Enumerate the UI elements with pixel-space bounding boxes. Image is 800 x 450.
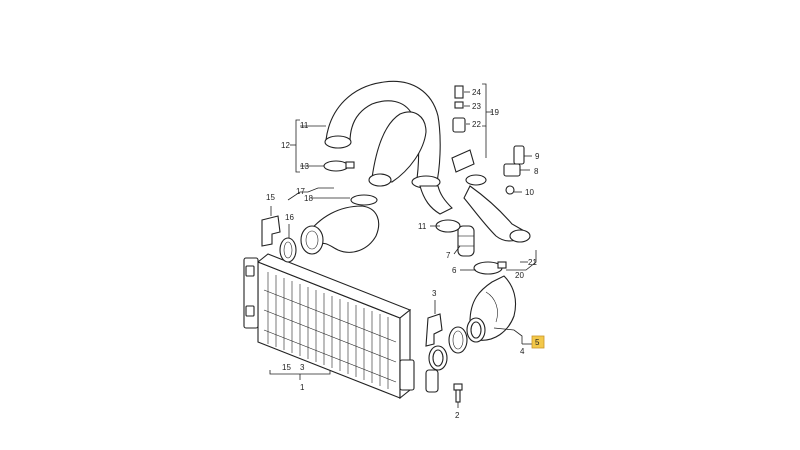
label-6: 6	[452, 266, 457, 275]
label-20: 20	[515, 271, 524, 280]
bracket-15	[261, 215, 281, 247]
highlight-box-5	[531, 335, 545, 349]
outlet-stub	[425, 345, 448, 393]
clamp-13	[323, 160, 355, 172]
part-labels: 1 2 3 3 4 5 6 7 8 9 10 11 11 12 13 15 15…	[266, 88, 540, 420]
label-1: 1	[300, 383, 305, 392]
bracket-3	[425, 313, 443, 347]
label-11-top: 11	[300, 121, 309, 130]
fastener-stack	[452, 85, 466, 133]
label-5: 5	[535, 338, 540, 347]
label-22: 22	[472, 120, 481, 129]
label-3-right: 3	[432, 289, 437, 298]
label-10: 10	[525, 188, 534, 197]
label-7: 7	[446, 251, 451, 260]
sensor-8-9	[503, 145, 525, 195]
label-18: 18	[304, 194, 313, 203]
label-9: 9	[535, 152, 540, 161]
label-24: 24	[472, 88, 481, 97]
label-11-mid: 11	[418, 222, 427, 231]
bracket-19	[451, 149, 475, 173]
label-4: 4	[520, 347, 525, 356]
upper-charge-hose	[324, 80, 453, 215]
bolt-2	[453, 383, 463, 403]
intake-hose	[300, 205, 380, 255]
label-21: 21	[528, 258, 537, 267]
leader-lines	[269, 83, 537, 408]
o-ring-16	[279, 237, 297, 263]
intercooler	[243, 253, 415, 400]
label-12: 12	[281, 141, 290, 150]
label-17: 17	[296, 187, 305, 196]
label-15-bottom: 15	[282, 363, 291, 372]
label-13: 13	[300, 162, 309, 171]
o-ring-4	[448, 326, 468, 354]
label-8: 8	[534, 167, 539, 176]
clamp-6	[473, 261, 507, 275]
label-16: 16	[285, 213, 294, 222]
label-23: 23	[472, 102, 481, 111]
label-15-top: 15	[266, 193, 275, 202]
clamp-18	[350, 194, 378, 206]
lower-charge-hose	[466, 275, 517, 343]
label-19: 19	[490, 108, 499, 117]
label-3-bottom: 3	[300, 363, 305, 372]
pipe-20	[463, 174, 531, 243]
sensor-7	[457, 225, 475, 257]
label-2: 2	[455, 411, 460, 420]
